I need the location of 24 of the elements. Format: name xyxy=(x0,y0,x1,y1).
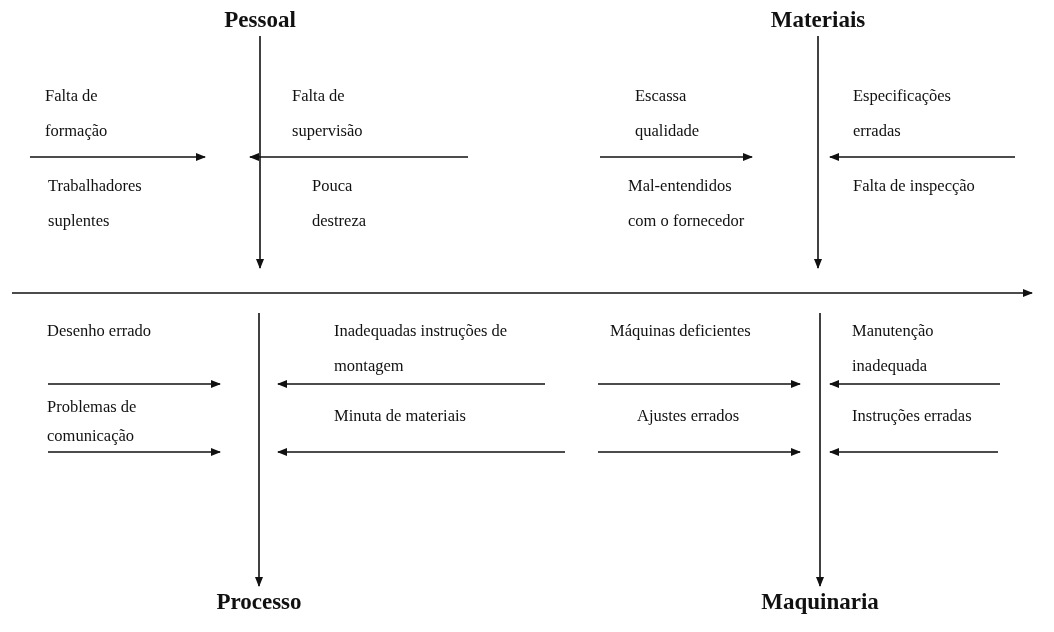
category-arrow xyxy=(255,312,263,587)
category-label: Pessoal xyxy=(224,6,296,34)
cause-label: Máquinas deficientes xyxy=(610,320,752,342)
category-arrow xyxy=(816,312,824,587)
cause-label: Escassa qualidade xyxy=(635,85,701,142)
cause-label: Desenho errado xyxy=(47,320,152,342)
category-arrow xyxy=(256,35,264,269)
category-label: Processo xyxy=(216,588,302,616)
category-label: Maquinaria xyxy=(761,588,879,616)
cause-label: Minuta de materiais xyxy=(334,405,467,427)
cause-label: Problemas de comunicação xyxy=(47,396,138,447)
cause-label: Pouca destreza xyxy=(312,175,368,232)
cause-label: Trabalhadores suplentes xyxy=(48,175,143,232)
cause-label: Ajustes errados xyxy=(637,405,741,427)
category-arrow xyxy=(814,35,822,269)
cause-label: Falta de supervisão xyxy=(292,85,364,142)
cause-label: Instruções erradas xyxy=(852,405,973,427)
cause-label: Especificações erradas xyxy=(853,85,953,142)
cause-label: Falta de formação xyxy=(45,85,109,142)
cause-label: Falta de inspecção xyxy=(853,175,976,197)
cause-label: Mal-entendidos com o fornecedor xyxy=(628,175,746,232)
cause-label: Inadequadas instruções de montagem xyxy=(334,320,509,377)
category-label: Materiais xyxy=(770,6,866,34)
cause-label: Manutenção inadequada xyxy=(852,320,935,377)
